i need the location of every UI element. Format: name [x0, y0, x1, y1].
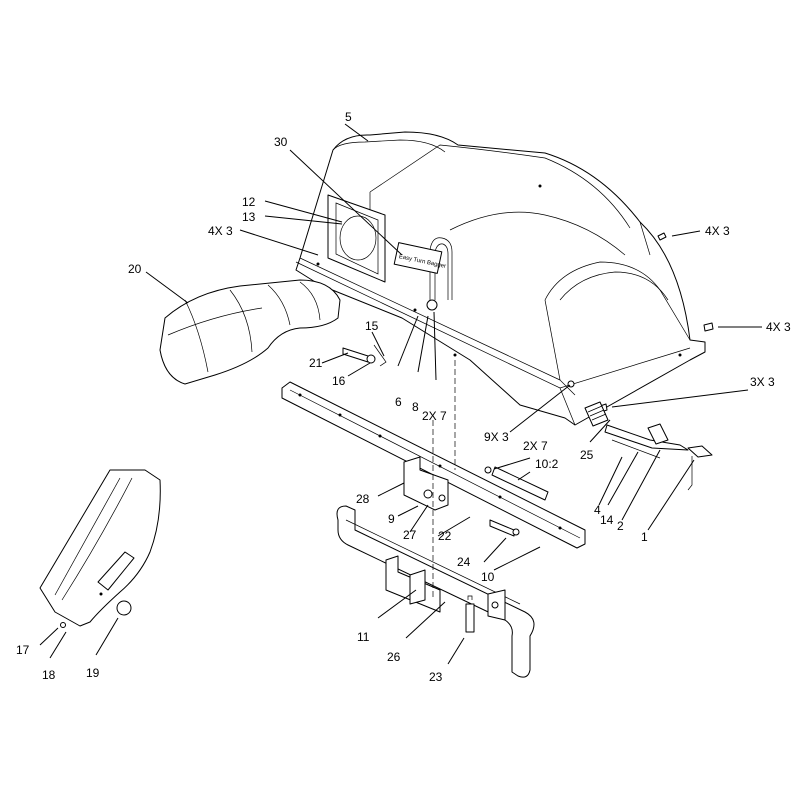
callout-4x3-top-right: 4X 3 — [705, 224, 730, 238]
callout-23: 23 — [429, 670, 443, 684]
callout-10: 10 — [481, 570, 495, 584]
callout-9x3: 9X 3 — [484, 430, 509, 444]
callout-26: 26 — [387, 650, 401, 664]
bagger-frame — [336, 505, 535, 678]
callout-16: 16 — [332, 374, 346, 388]
callout-20: 20 — [128, 262, 142, 276]
callout-27: 27 — [403, 528, 417, 542]
callout-4: 4 — [594, 503, 601, 517]
callout-10-2: 10:2 — [535, 457, 559, 471]
callout-15: 15 — [365, 319, 379, 333]
callout-28: 28 — [356, 492, 370, 506]
callout-1: 1 — [641, 530, 648, 544]
bag-panel — [39, 469, 161, 628]
callout-6: 6 — [395, 395, 402, 409]
assembly-lines — [432, 360, 456, 600]
mounting-rail — [281, 381, 586, 549]
nut-7 — [484, 466, 492, 474]
callout-18: 18 — [42, 668, 56, 682]
seal-strip — [491, 466, 549, 501]
callout-4x3-left: 4X 3 — [208, 224, 233, 238]
discharge-chute — [159, 279, 341, 385]
pin-assembly — [342, 344, 387, 367]
callout-22: 22 — [438, 529, 452, 543]
callout-13: 13 — [242, 210, 256, 224]
callout-2x7-upper: 2X 7 — [422, 409, 447, 423]
callout-11: 11 — [357, 630, 370, 644]
callout-25: 25 — [580, 448, 594, 462]
callout-30: 30 — [274, 135, 288, 149]
callout-17: 17 — [16, 643, 30, 657]
latch-lever — [584, 401, 713, 491]
callout-2: 2 — [617, 519, 624, 533]
callout-24: 24 — [457, 555, 471, 569]
callout-8: 8 — [412, 400, 419, 414]
callout-4x3-right: 4X 3 — [766, 320, 791, 334]
hinge-bracket — [403, 456, 520, 537]
callout-14: 14 — [600, 513, 614, 527]
callout-19: 19 — [86, 666, 100, 680]
callout-9: 9 — [388, 512, 395, 526]
leader-lines — [39, 123, 762, 665]
callout-12: 12 — [242, 195, 256, 209]
callout-2x7-lower: 2X 7 — [523, 439, 548, 453]
callout-5: 5 — [345, 110, 352, 124]
callout-3x3: 3X 3 — [750, 375, 775, 389]
callout-labels: 5 30 12 13 4X 3 4X 3 4X 3 20 15 21 16 6 … — [16, 110, 791, 684]
callout-21: 21 — [309, 356, 323, 370]
bagger-hood: Easy Turn Bagger — [295, 131, 706, 426]
